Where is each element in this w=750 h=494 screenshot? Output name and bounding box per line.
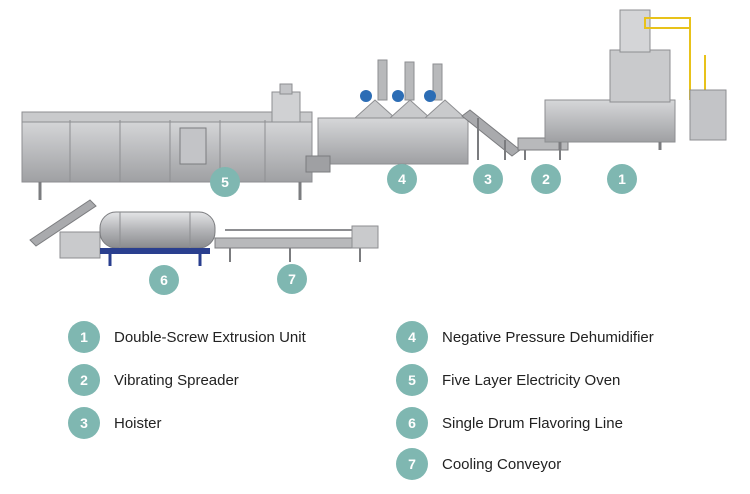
legend-badge: 6 — [396, 407, 428, 439]
legend-label: Hoister — [114, 414, 162, 432]
legend-badge: 5 — [396, 364, 428, 396]
legend-item-5: 5 Five Layer Electricity Oven — [396, 363, 620, 397]
legend-label: Vibrating Spreader — [114, 371, 239, 389]
legend-item-7: 7 Cooling Conveyor — [396, 447, 561, 481]
legend-label: Single Drum Flavoring Line — [442, 414, 623, 432]
legend-label: Five Layer Electricity Oven — [442, 371, 621, 389]
diagram-badge-4: 4 — [387, 164, 417, 194]
legend-badge: 1 — [68, 321, 100, 353]
cooling-conveyor-machine — [214, 225, 379, 262]
legend-item-1: 1 Double-Screw Extrusion Unit — [68, 320, 306, 354]
dehumidifier-machine — [305, 59, 469, 173]
flavoring-line-machine — [29, 199, 216, 266]
legend-item-4: 4 Negative Pressure Dehumidifier — [396, 320, 654, 354]
machinery-illustration — [21, 9, 727, 266]
legend-badge: 4 — [396, 321, 428, 353]
extruder-machine — [544, 9, 727, 150]
diagram-badge-6: 6 — [149, 265, 179, 295]
diagram-badge-5: 5 — [210, 167, 240, 197]
diagram-badge-3: 3 — [473, 164, 503, 194]
legend-badge: 2 — [68, 364, 100, 396]
diagram-badge-1: 1 — [607, 164, 637, 194]
diagram-badge-7: 7 — [277, 264, 307, 294]
legend-label: Negative Pressure Dehumidifier — [442, 328, 654, 346]
five-layer-oven-machine — [21, 83, 313, 200]
legend-badge: 3 — [68, 407, 100, 439]
hoister-machine — [461, 109, 521, 160]
diagram-badge-2: 2 — [531, 164, 561, 194]
legend-badge: 7 — [396, 448, 428, 480]
legend-label: Cooling Conveyor — [442, 455, 562, 473]
legend-label: Double-Screw Extrusion Unit — [114, 328, 306, 346]
legend-item-3: 3 Hoister — [68, 406, 162, 440]
legend-item-2: 2 Vibrating Spreader — [68, 363, 239, 397]
legend-item-6: 6 Single Drum Flavoring Line — [396, 406, 623, 440]
